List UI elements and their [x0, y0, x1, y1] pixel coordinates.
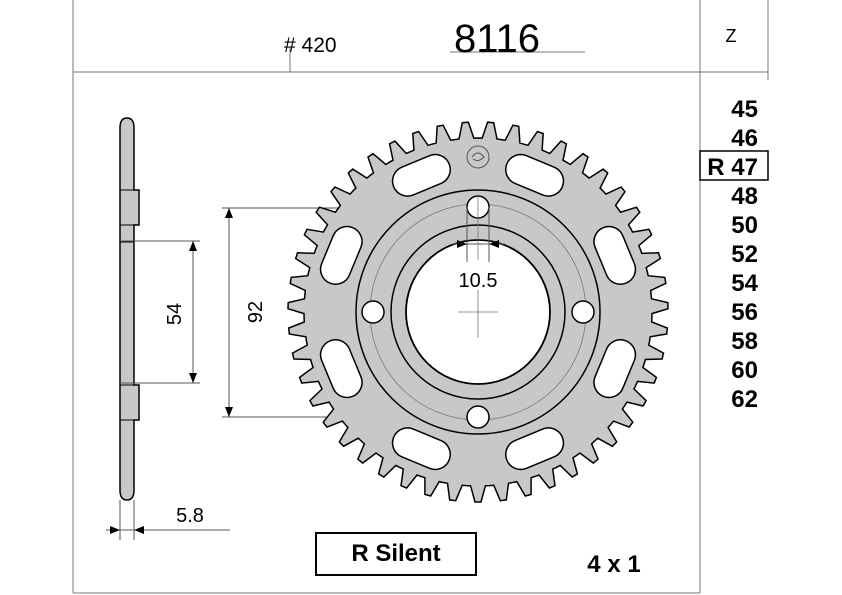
teeth-option: 56: [731, 299, 758, 326]
lightening-slot: [504, 427, 565, 471]
bolt-circle-label: 92: [245, 301, 267, 323]
lightening-slot: [319, 225, 363, 286]
teeth-option: 58: [731, 328, 758, 355]
thickness-label: 5.8: [176, 505, 204, 527]
dim-bolt-spacing: [120, 240, 200, 384]
frame: [72, 0, 769, 594]
teeth-option: 60: [731, 357, 758, 384]
bolt-pattern: 4 x 1: [587, 551, 640, 578]
teeth-option: 45: [731, 96, 758, 123]
selected-teeth-box: [699, 150, 769, 181]
bolt-hole-bottom: [466, 405, 490, 429]
hole-diameter-label: 10.5: [459, 270, 498, 292]
teeth-option-selected: R 47: [707, 154, 758, 181]
teeth-option: 46: [731, 125, 758, 152]
teeth-option: 50: [731, 212, 758, 239]
part-number: 8116: [454, 17, 540, 61]
teeth-column-label: Z: [726, 26, 737, 46]
lightening-slot: [391, 153, 452, 197]
side-profile: [119, 117, 140, 501]
center-lines: [458, 195, 498, 338]
lightening-slot: [504, 153, 565, 197]
lightening-slot: [391, 427, 452, 471]
teeth-option: 52: [731, 241, 758, 268]
bolt-spacing-label: 54: [164, 303, 186, 325]
product-label: R Silent: [351, 540, 441, 567]
lightening-slot: [593, 225, 637, 286]
dim-thickness: [106, 500, 230, 540]
lightening-slot: [593, 338, 637, 399]
teeth-option: 48: [731, 183, 758, 210]
sprocket-front-view: 10.5: [287, 121, 669, 503]
bolt-hole-left: [361, 300, 385, 324]
dim-hole-diameter: [452, 207, 505, 262]
lightening-slot: [319, 338, 363, 399]
teeth-option: 54: [731, 270, 758, 297]
brand-logo-icon: [466, 145, 490, 169]
lightening-slots: [319, 153, 637, 471]
teeth-option: 62: [731, 386, 758, 413]
bolt-hole-right: [571, 300, 595, 324]
pitch-label: # 420: [284, 34, 337, 57]
product-label-box: R Silent: [315, 532, 477, 576]
